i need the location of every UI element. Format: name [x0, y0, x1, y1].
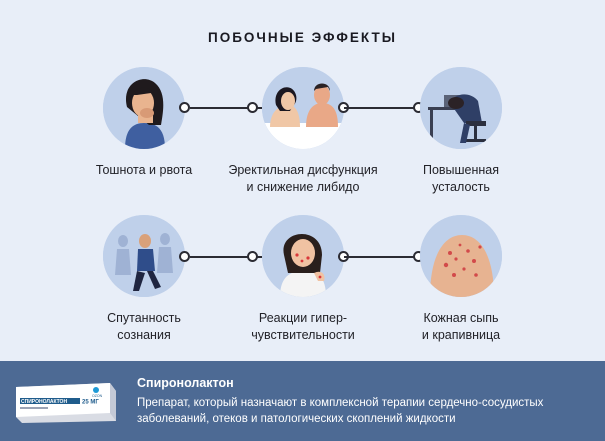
- connector-dot: [247, 251, 258, 262]
- skin-rash-back-icon: [420, 215, 502, 297]
- connector-dot: [179, 102, 190, 113]
- effect-label-erectile: Эректильная дисфункция и снижение либидо: [228, 163, 378, 194]
- effect-label-confusion: Спутанность сознания: [107, 311, 181, 342]
- connector-dot: [247, 102, 258, 113]
- effect-label-rash: Кожная сыпь и крапивница: [421, 311, 501, 342]
- allergic-woman-icon: [262, 215, 344, 297]
- page-title: ПОБОЧНЫЕ ЭФФЕКТЫ: [208, 30, 397, 45]
- nausea-woman-icon: [103, 67, 185, 149]
- couple-in-bed-icon: [262, 67, 344, 149]
- pack-dose-text: 25 МГ: [82, 400, 99, 406]
- drug-description: Препарат, который назначают в комплексно…: [137, 397, 544, 425]
- pack-maker-text: OZON: [92, 394, 103, 398]
- pack-brand-text: СПИРОНОЛАКТОН: [21, 399, 67, 405]
- medicine-package-image: СПИРОНОЛАКТОН 25 МГ OZON: [14, 377, 118, 425]
- connector-line: [344, 256, 424, 258]
- tired-at-desk-icon: [420, 67, 502, 149]
- effect-label-nausea: Тошнота и рвота: [95, 163, 193, 177]
- effect-label-hypersensitivity: Реакции гипер- чувствительности: [251, 311, 355, 342]
- confused-man-icon: [103, 215, 185, 297]
- connector-dot: [179, 251, 190, 262]
- effect-label-fatigue: Повышенная усталость: [422, 163, 500, 194]
- connector-line: [344, 107, 424, 109]
- drug-info-footer: СПИРОНОЛАКТОН 25 МГ OZON Спиронолактон П…: [0, 361, 605, 441]
- drug-name: Спиронолактон: [137, 376, 234, 390]
